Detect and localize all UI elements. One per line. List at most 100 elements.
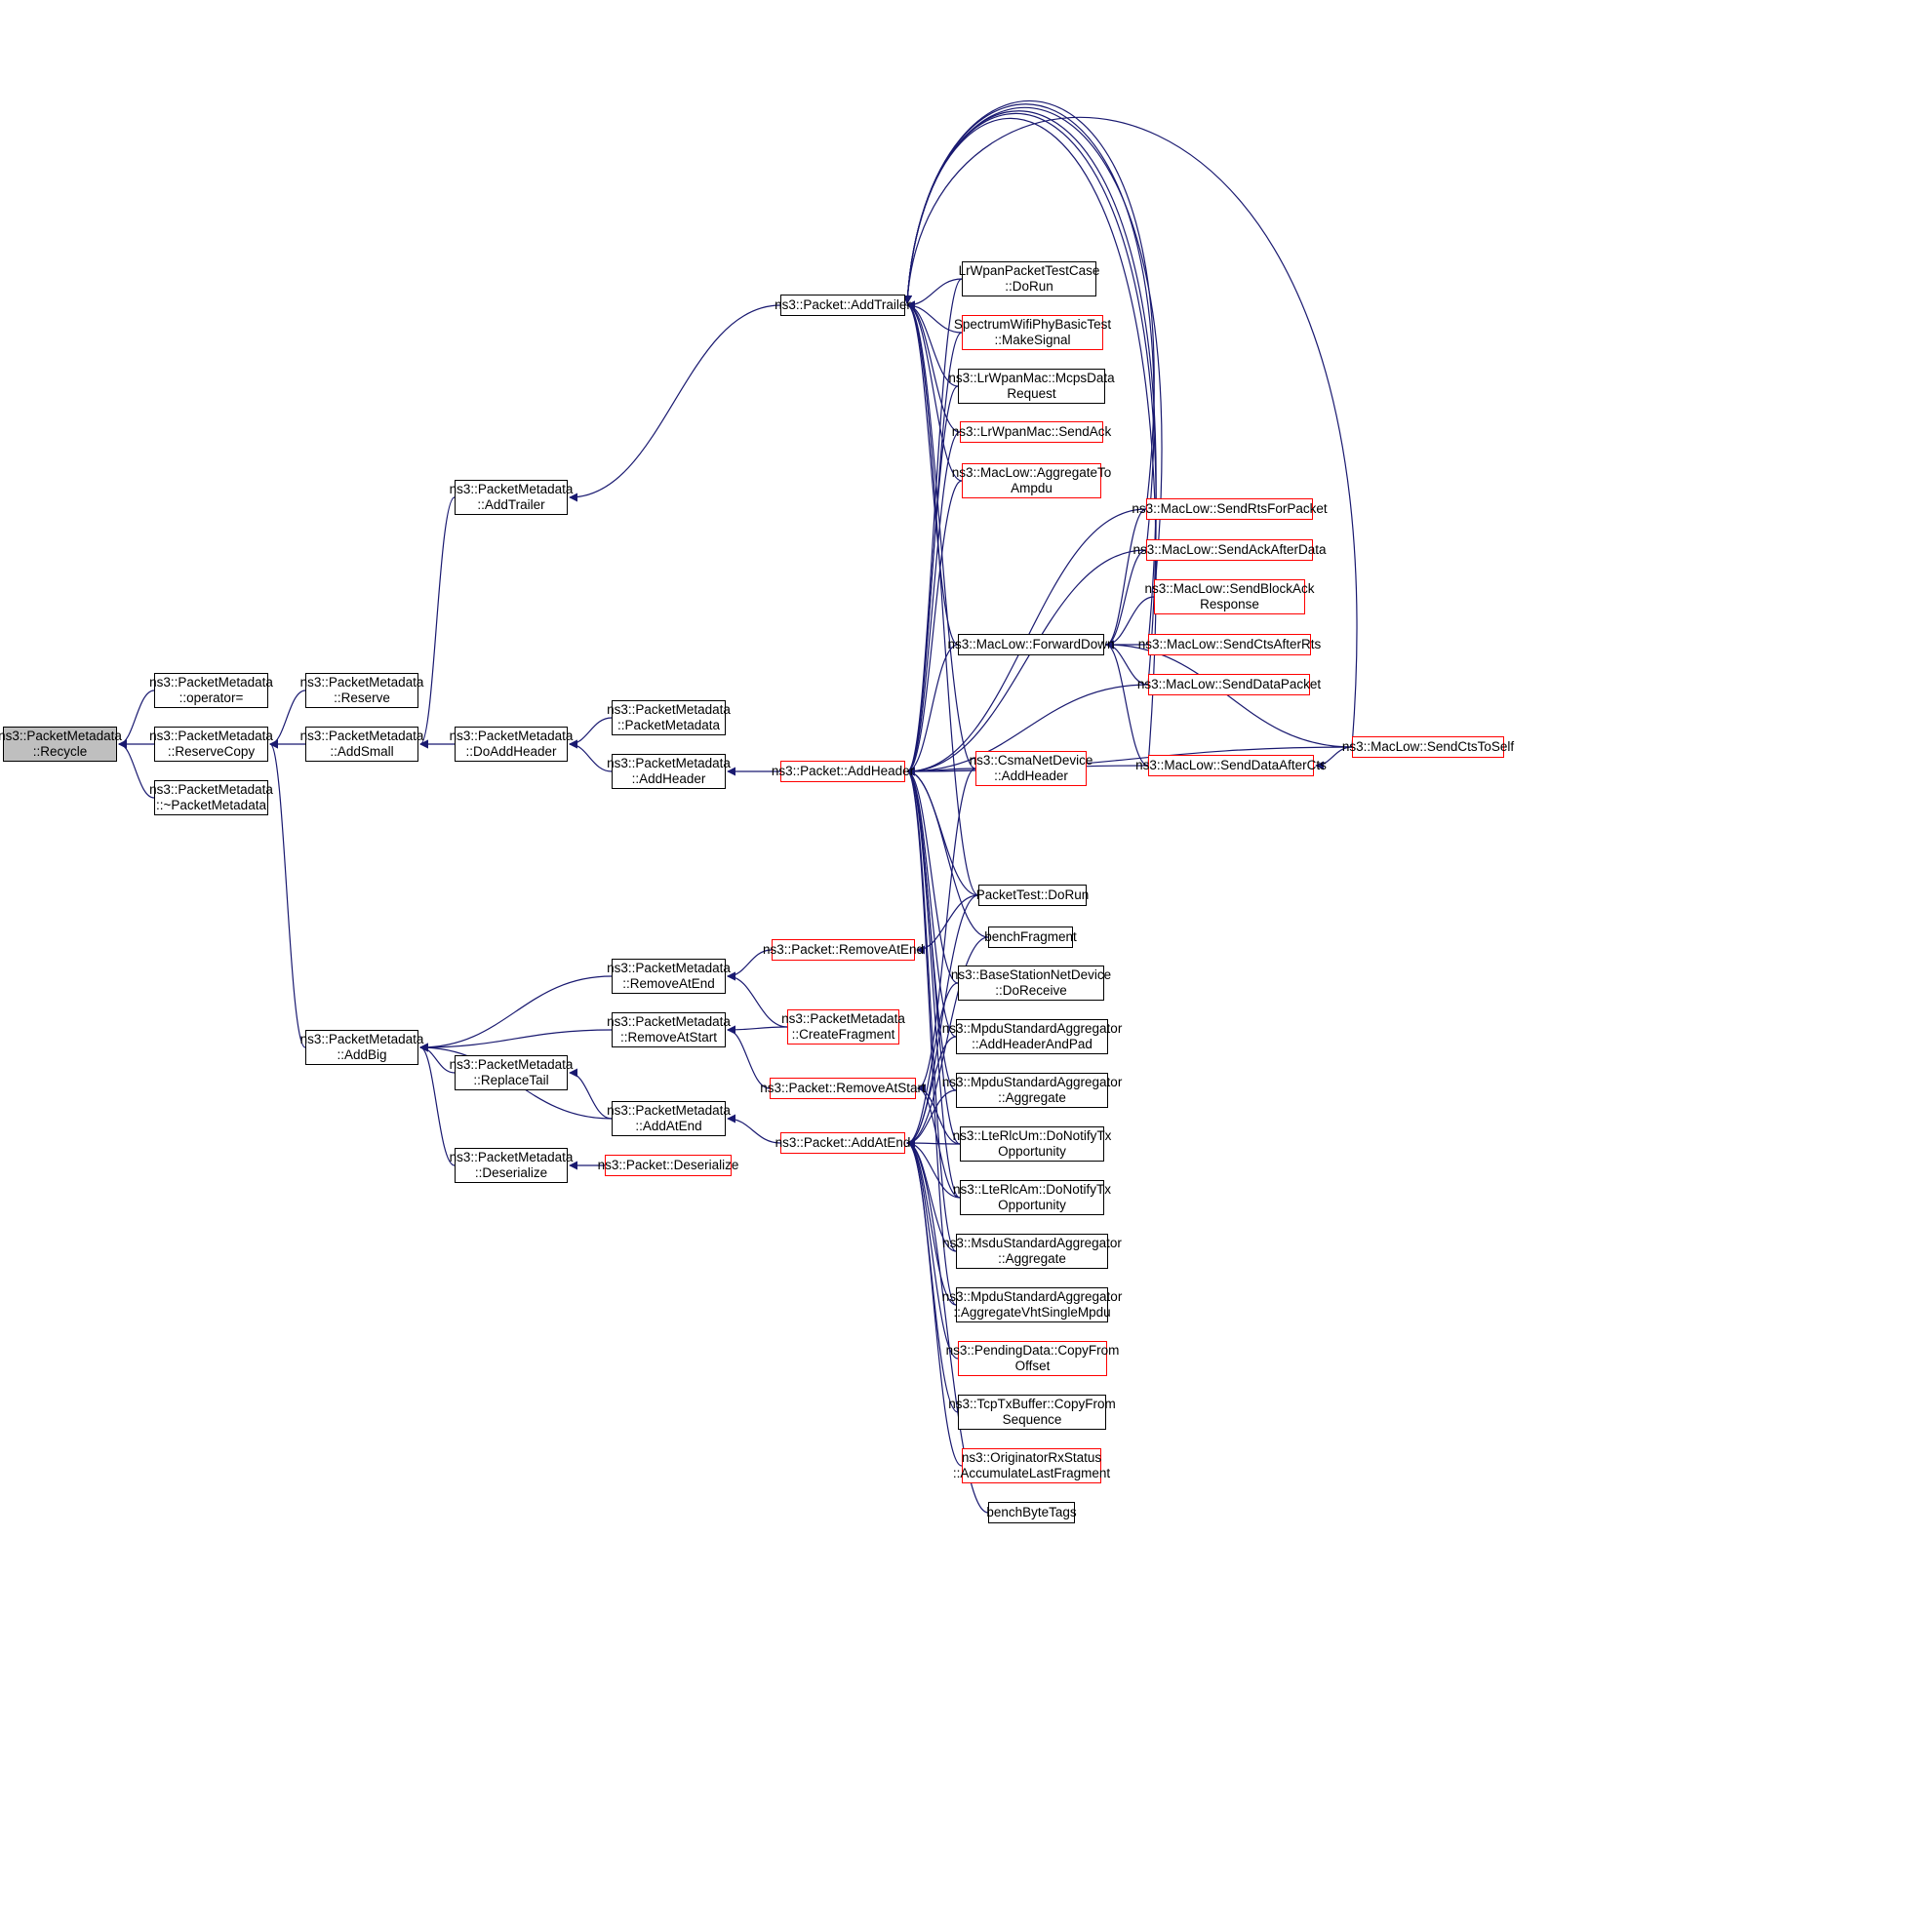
node-reserve-copy[interactable]: ns3::PacketMetadata::ReserveCopy bbox=[149, 727, 273, 762]
node-label-line: ::RemoveAtEnd bbox=[622, 976, 715, 991]
node-lrwpan-test[interactable]: LrWpanPacketTestCase::DoRun bbox=[959, 261, 1099, 296]
edge-p-add-at-end-to-originator bbox=[906, 1138, 963, 1467]
node-mpdu-add-header-pad[interactable]: ns3::MpduStandardAggregator::AddHeaderAn… bbox=[942, 1019, 1122, 1054]
node-pm-add-header[interactable]: ns3::PacketMetadata::AddHeader bbox=[607, 754, 731, 789]
node-label-line: ::AddBig bbox=[337, 1047, 387, 1062]
node-create-fragment[interactable]: ns3::PacketMetadata::CreateFragment bbox=[781, 1009, 905, 1045]
edge-send-data-after-cts-to-send-cts-to-self bbox=[1315, 746, 1353, 770]
node-pm-add-trailer[interactable]: ns3::PacketMetadata::AddTrailer bbox=[450, 480, 573, 515]
node-label-line: Response bbox=[1200, 597, 1259, 611]
node-pm-add-at-end[interactable]: ns3::PacketMetadata::AddAtEnd bbox=[607, 1101, 731, 1136]
node-reserve[interactable]: ns3::PacketMetadata::Reserve bbox=[300, 673, 423, 708]
node-label-line: ns3::PacketMetadata bbox=[0, 729, 122, 743]
edge-pm-add-trailer-to-p-add-trailer bbox=[569, 304, 781, 502]
node-label-line: ns3::PacketMetadata bbox=[449, 482, 574, 496]
node-mpdu-vht[interactable]: ns3::MpduStandardAggregator::AggregateVh… bbox=[942, 1287, 1122, 1322]
node-bench-bytetags[interactable]: benchByteTags bbox=[986, 1502, 1077, 1523]
node-label-line: ns3::MacLow::SendAckAfterData bbox=[1132, 542, 1327, 557]
edge-p-add-at-end-to-bench-bytetags bbox=[906, 1138, 989, 1514]
node-add-big[interactable]: ns3::PacketMetadata::AddBig bbox=[300, 1030, 423, 1065]
edge-p-add-header-to-rlc-am bbox=[906, 767, 961, 1199]
node-send-cts-to-self[interactable]: ns3::MacLow::SendCtsToSelf bbox=[1342, 736, 1514, 758]
node-pm-remove-at-end[interactable]: ns3::PacketMetadata::RemoveAtEnd bbox=[607, 959, 731, 994]
node-add-small[interactable]: ns3::PacketMetadata::AddSmall bbox=[300, 727, 423, 762]
edge-pm-remove-at-start-to-p-remove-at-start bbox=[727, 1025, 771, 1089]
node-p-add-header[interactable]: ns3::Packet::AddHeader bbox=[772, 761, 914, 782]
node-label-line: ::ReplaceTail bbox=[473, 1073, 549, 1087]
edge-p-add-trailer-to-lrwpan-test bbox=[906, 278, 963, 310]
node-pm-deserialize[interactable]: ns3::PacketMetadata::Deserialize bbox=[450, 1148, 573, 1183]
node-label-line: Sequence bbox=[1002, 1412, 1062, 1427]
node-send-data-after-cts[interactable]: ns3::MacLow::SendDataAfterCts bbox=[1135, 755, 1327, 776]
node-do-add-header[interactable]: ns3::PacketMetadata::DoAddHeader bbox=[450, 727, 573, 762]
edge-p-add-trailer-to-packet-test bbox=[906, 300, 979, 896]
node-label-line: benchByteTags bbox=[986, 1505, 1077, 1519]
edge-p-add-trailer-to-send-data-after-cts bbox=[902, 117, 1157, 767]
node-bench-fragment[interactable]: benchFragment bbox=[984, 927, 1077, 948]
node-label-line: ::ReserveCopy bbox=[167, 744, 256, 759]
node-p-add-trailer[interactable]: ns3::Packet::AddTrailer bbox=[775, 295, 911, 316]
edge-recycle-to-destructor bbox=[118, 739, 155, 799]
node-forward-down[interactable]: ns3::MacLow::ForwardDown bbox=[947, 634, 1115, 655]
node-label-line: ns3::MpduStandardAggregator bbox=[941, 1075, 1123, 1089]
node-pm-remove-at-start[interactable]: ns3::PacketMetadata::RemoveAtStart bbox=[607, 1012, 731, 1047]
node-destructor[interactable]: ns3::PacketMetadata::~PacketMetadata bbox=[149, 780, 273, 815]
node-label-line: ns3::Packet::RemoveAtStart bbox=[760, 1081, 926, 1095]
node-label-line: SpectrumWifiPhyBasicTest bbox=[953, 317, 1112, 332]
node-label-line: ::PacketMetadata bbox=[616, 718, 721, 732]
node-replace-tail[interactable]: ns3::PacketMetadata::ReplaceTail bbox=[450, 1055, 573, 1090]
edge-replace-tail-to-pm-add-at-end bbox=[569, 1068, 613, 1120]
node-mpdu-aggregate[interactable]: ns3::MpduStandardAggregator::Aggregate bbox=[942, 1073, 1122, 1108]
node-label-line: ns3::PacketMetadata bbox=[299, 1032, 424, 1046]
node-label-line: ns3::CsmaNetDevice bbox=[969, 753, 1093, 768]
node-msdu-aggregate[interactable]: ns3::MsduStandardAggregator::Aggregate bbox=[942, 1234, 1122, 1269]
node-recycle: ns3::PacketMetadata::Recycle bbox=[0, 727, 122, 762]
node-send-rts[interactable]: ns3::MacLow::SendRtsForPacket bbox=[1132, 498, 1328, 520]
node-label-line: ::AddSmall bbox=[330, 744, 394, 759]
edge-do-add-header-to-pm-add-header bbox=[569, 739, 613, 772]
node-pm-ctor[interactable]: ns3::PacketMetadata::PacketMetadata bbox=[607, 700, 731, 735]
node-label-line: ns3::MsduStandardAggregator bbox=[942, 1236, 1122, 1250]
node-lrwpan-sendack[interactable]: ns3::LrWpanMac::SendAck bbox=[952, 421, 1111, 443]
node-csma-add-header[interactable]: ns3::CsmaNetDevice::AddHeader bbox=[970, 751, 1093, 786]
node-p-remove-at-end[interactable]: ns3::Packet::RemoveAtEnd bbox=[763, 939, 924, 961]
node-label-line: ns3::MacLow::SendCtsAfterRts bbox=[1137, 637, 1322, 651]
edge-add-big-to-pm-remove-at-start bbox=[419, 1029, 613, 1052]
node-send-data-packet[interactable]: ns3::MacLow::SendDataPacket bbox=[1137, 674, 1321, 695]
node-label-line: ::CreateFragment bbox=[791, 1027, 895, 1042]
edge-p-add-header-to-bench-fragment bbox=[906, 767, 989, 938]
node-label-line: ::AddAtEnd bbox=[635, 1119, 702, 1133]
node-p-remove-at-start[interactable]: ns3::Packet::RemoveAtStart bbox=[760, 1078, 926, 1099]
node-packet-test[interactable]: PacketTest::DoRun bbox=[975, 885, 1090, 906]
node-label-line: ns3::PacketMetadata bbox=[607, 756, 731, 770]
edge-p-remove-at-start-to-csma-add-header bbox=[917, 768, 976, 1093]
node-label-line: ns3::PacketMetadata bbox=[149, 729, 273, 743]
node-label-line: ns3::LteRlcUm::DoNotifyTx bbox=[952, 1128, 1112, 1143]
node-label-line: Request bbox=[1007, 386, 1056, 401]
node-label-line: PacketTest::DoRun bbox=[975, 887, 1090, 902]
edge-p-add-header-to-mcps-data bbox=[906, 385, 959, 776]
node-send-cts-after-rts[interactable]: ns3::MacLow::SendCtsAfterRts bbox=[1138, 634, 1321, 655]
node-label-line: ::Reserve bbox=[334, 690, 390, 705]
node-bs-receive[interactable]: ns3::BaseStationNetDevice::DoReceive bbox=[951, 966, 1111, 1001]
node-p-deserialize[interactable]: ns3::Packet::Deserialize bbox=[598, 1155, 738, 1176]
node-label-line: ns3::PendingData::CopyFrom bbox=[945, 1343, 1120, 1358]
edge-pm-remove-at-end-to-create-fragment bbox=[727, 971, 788, 1028]
edge-p-add-trailer-to-send-block-ack bbox=[902, 107, 1163, 598]
node-originator[interactable]: ns3::OriginatorRxStatus::AccumulateLastF… bbox=[953, 1448, 1110, 1483]
node-operator-assign[interactable]: ns3::PacketMetadata::operator= bbox=[149, 673, 273, 708]
node-p-add-at-end[interactable]: ns3::Packet::AddAtEnd bbox=[775, 1132, 910, 1154]
node-send-ack-after-data[interactable]: ns3::MacLow::SendAckAfterData bbox=[1132, 539, 1327, 561]
edge-p-add-trailer-to-csma-add-header bbox=[906, 300, 976, 769]
edge-p-add-trailer-to-aggregate-to-ampdu bbox=[906, 300, 963, 482]
node-spectrum-test[interactable]: SpectrumWifiPhyBasicTest::MakeSignal bbox=[954, 315, 1111, 350]
node-label-line: ::AddTrailer bbox=[477, 497, 545, 512]
